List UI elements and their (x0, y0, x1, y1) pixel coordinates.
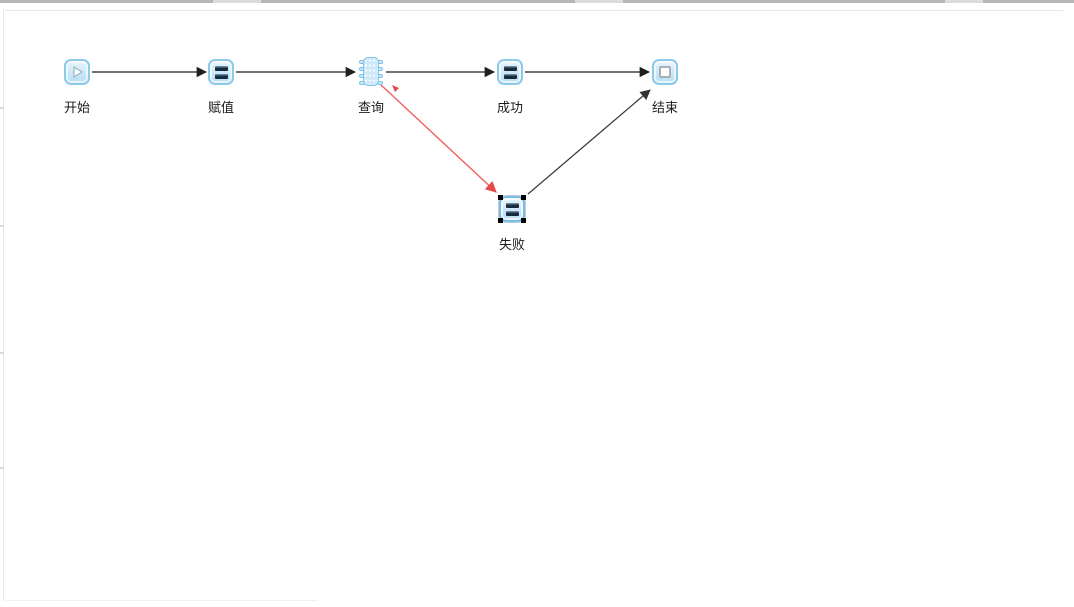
node-label-fail: 失败 (498, 237, 525, 252)
node-label-assign: 赋值 (207, 100, 234, 115)
node-assign[interactable] (208, 59, 234, 85)
equals-bars-icon (503, 65, 517, 79)
toolbar-edge-segment (213, 0, 261, 3)
node-end[interactable] (652, 59, 678, 85)
node-label-start: 开始 (63, 100, 90, 115)
selection-handle[interactable] (498, 218, 503, 223)
hop-query-fail-error[interactable] (379, 83, 497, 193)
selection-handle[interactable] (521, 195, 526, 200)
selection-handle[interactable] (521, 218, 526, 223)
ruler-tick (0, 352, 4, 354)
selection-handle[interactable] (498, 195, 503, 200)
ruler-tick (0, 107, 4, 109)
node-fail[interactable] (498, 195, 526, 223)
hop-fail-end[interactable] (527, 89, 651, 195)
node-success[interactable] (497, 59, 523, 85)
stop-icon (659, 66, 671, 78)
canvas-top-border (5, 10, 1063, 11)
node-label-success: 成功 (496, 100, 523, 115)
ruler-tick (0, 467, 4, 469)
equals-bars-icon (505, 202, 519, 216)
error-hop-mini-arrow-icon (392, 85, 399, 92)
node-label-query: 查询 (357, 100, 384, 115)
toolbar-edge-segment (945, 0, 983, 3)
toolbar-edge-segment (575, 0, 623, 3)
query-chip-icon (363, 57, 379, 86)
node-query[interactable] (359, 57, 383, 87)
ruler-tick (0, 225, 4, 227)
node-label-end: 结束 (651, 100, 678, 115)
play-icon (73, 66, 83, 78)
equals-bars-icon (214, 65, 228, 79)
node-start[interactable] (64, 59, 90, 85)
canvas-bottom-border (6, 600, 318, 601)
canvas-left-border (3, 10, 4, 601)
toolbar-edge (0, 0, 1074, 3)
